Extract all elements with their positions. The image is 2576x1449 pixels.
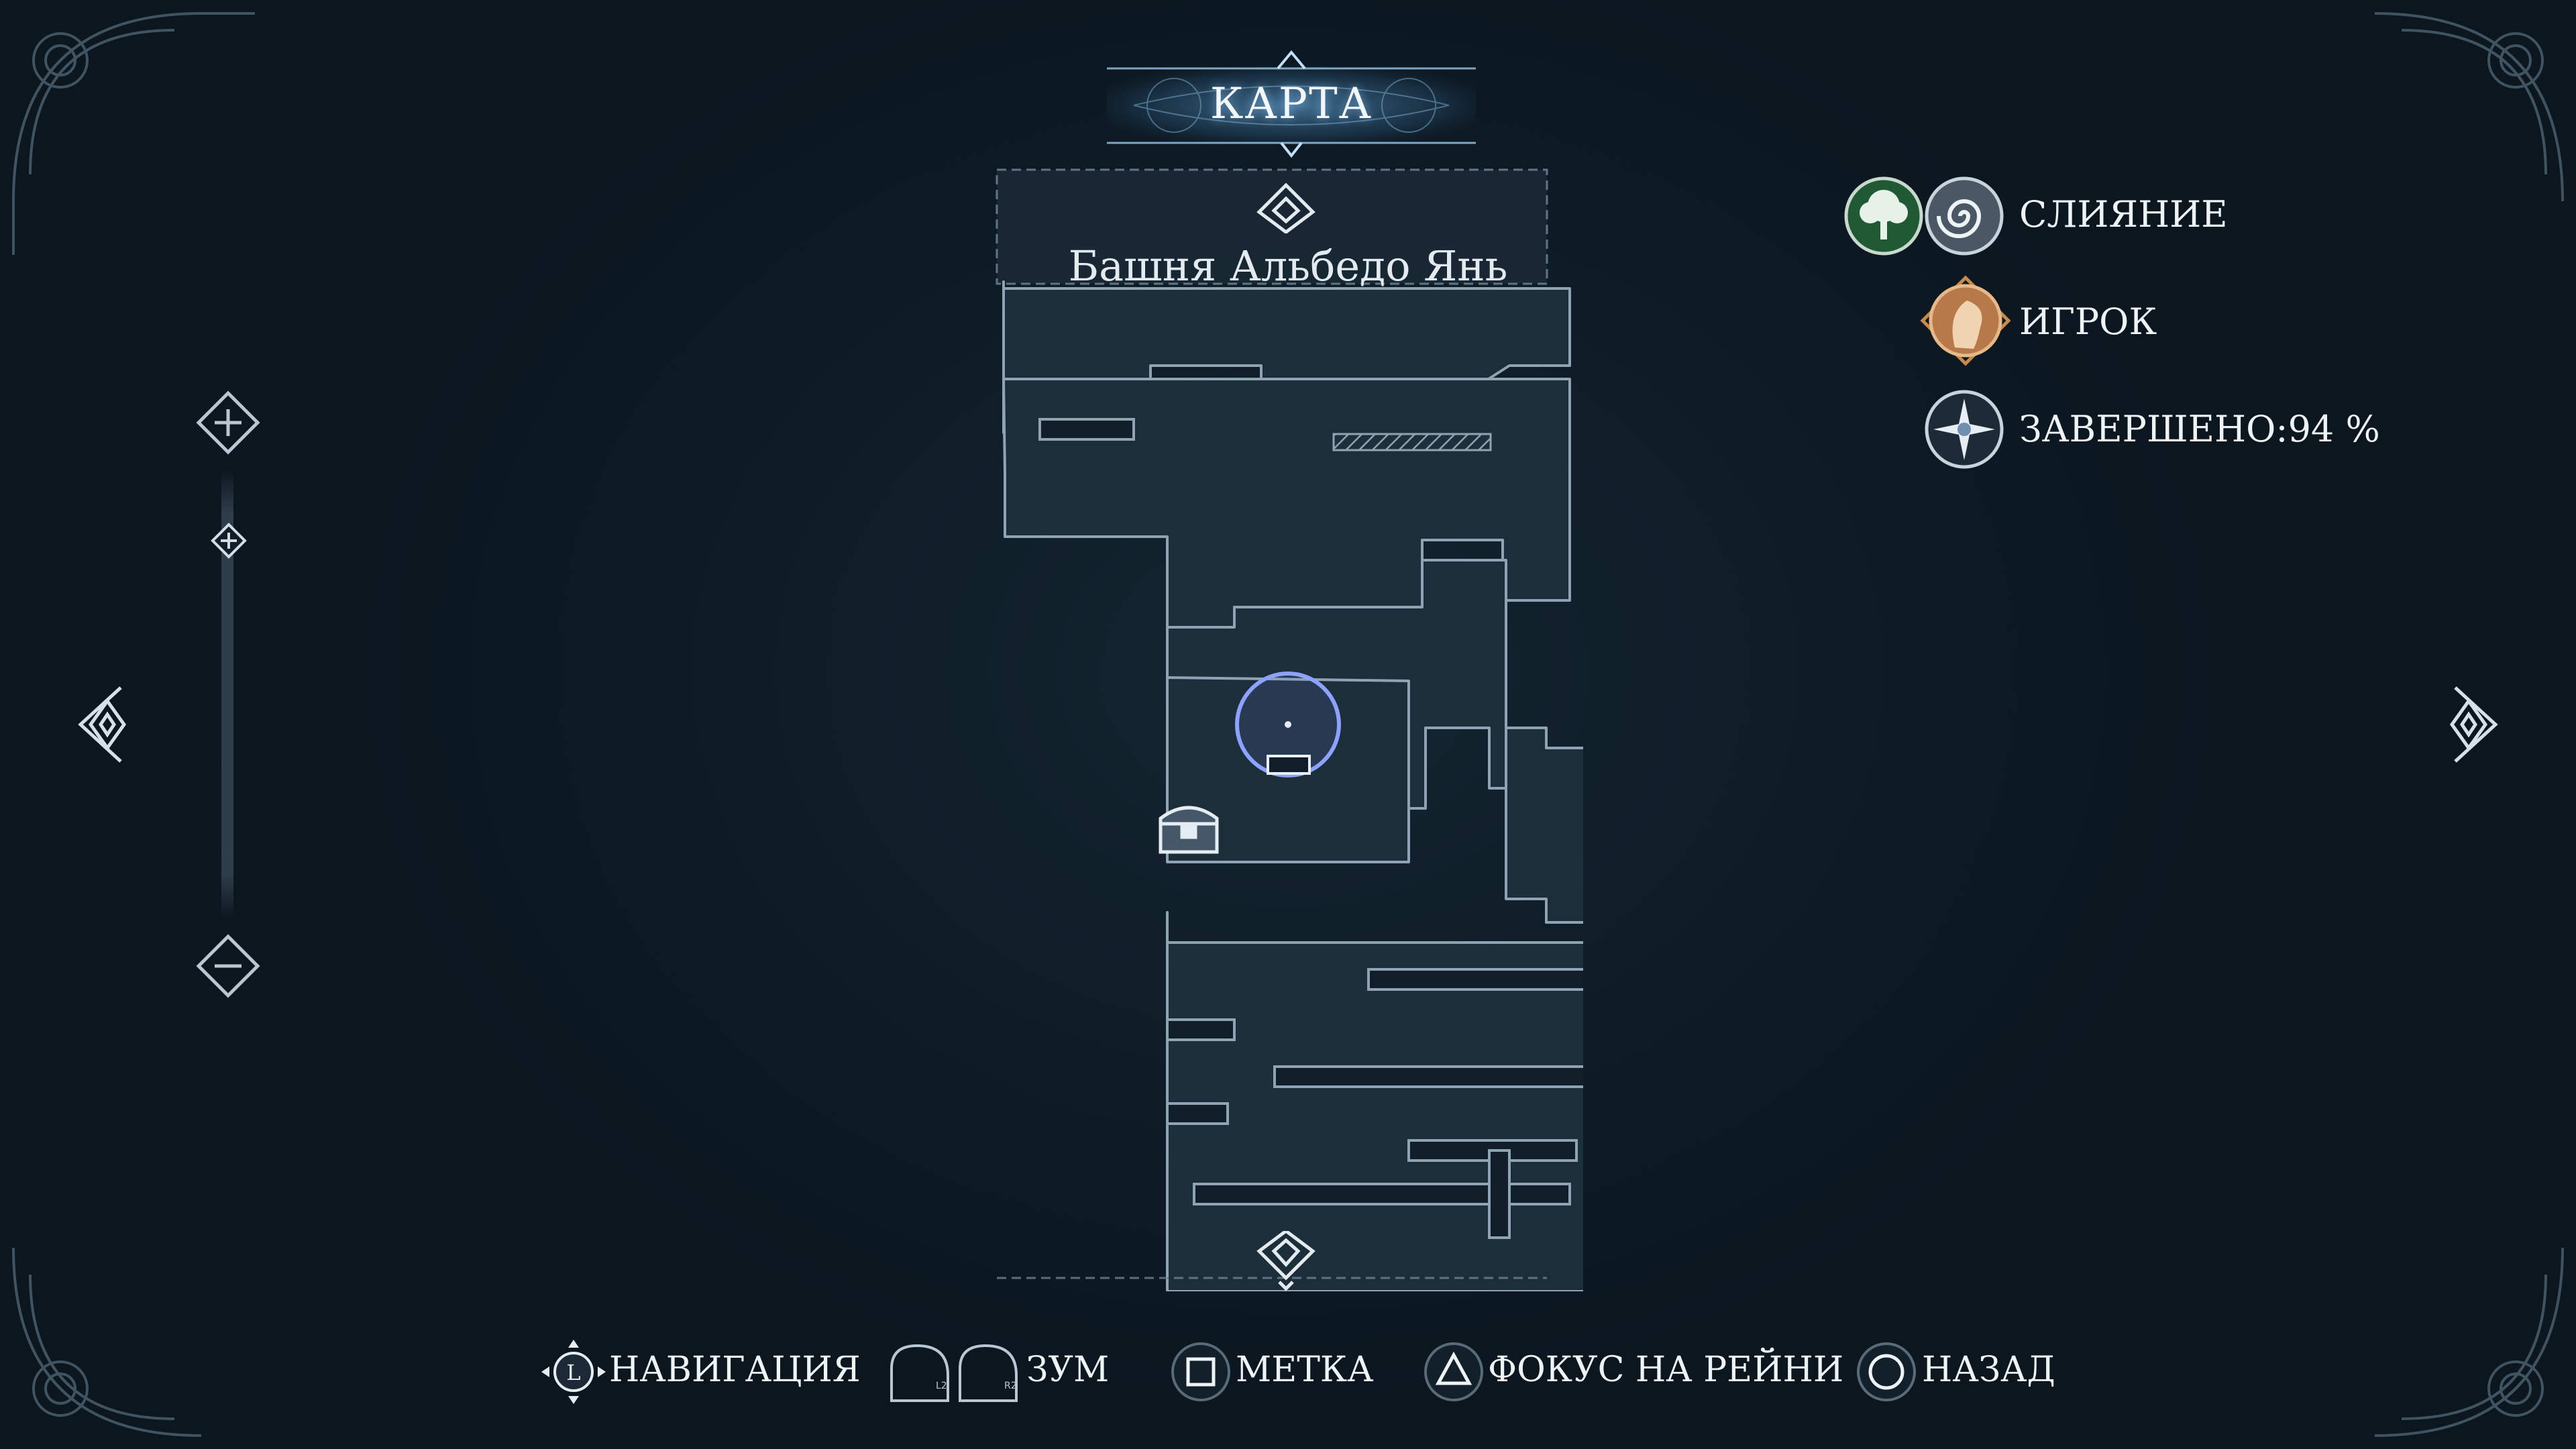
dungeon-map[interactable] — [993, 164, 1718, 1293]
hint-mark: МЕТКА — [1236, 1350, 1374, 1390]
l2-glyph: L2 — [936, 1381, 947, 1391]
title-banner — [1093, 40, 1489, 168]
zoom-out-icon[interactable] — [195, 932, 262, 1000]
legend-player-label: ИГРОК — [2019, 301, 2157, 343]
left-stick-icon: L — [540, 1338, 607, 1405]
zoom-thumb-icon[interactable] — [210, 522, 248, 559]
square-button-icon — [1171, 1342, 1231, 1402]
treasure-chest-icon[interactable] — [1155, 797, 1222, 857]
legend-merge-label: СЛИЯНИЕ — [2019, 193, 2228, 235]
r2-glyph: R2 — [1004, 1381, 1017, 1391]
hint-zoom: ЗУМ — [1026, 1350, 1110, 1390]
compass-star-icon — [1924, 389, 2004, 470]
hint-back: НАЗАД — [1922, 1350, 2055, 1390]
corner-ornament-bottom-right — [2294, 1167, 2576, 1449]
trigger-buttons-icon: L2 R2 — [889, 1342, 1023, 1403]
next-map-arrow-icon[interactable] — [2442, 681, 2509, 768]
page-title: КАРТА — [1210, 79, 1373, 129]
zoom-slider[interactable] — [221, 470, 233, 919]
tree-icon — [1843, 176, 1924, 256]
circle-button-icon — [1856, 1342, 1917, 1402]
region-name: Башня Альбедо Янь — [1068, 241, 1508, 290]
player-location-marker-icon — [1228, 667, 1348, 788]
previous-map-arrow-icon[interactable] — [67, 681, 134, 768]
legend-completion-label: ЗАВЕРШЕНО:94 % — [2019, 408, 2380, 450]
left-stick-glyph: L — [566, 1360, 580, 1385]
corner-ornament-top-right — [2294, 0, 2576, 282]
spiral-icon — [1924, 176, 2004, 256]
hint-focus: ФОКУС НА РЕЙНИ — [1488, 1350, 1844, 1390]
region-down-arrow-icon[interactable] — [1246, 1228, 1326, 1291]
map-header-area — [996, 168, 1548, 285]
region-up-arrow-icon[interactable] — [1246, 180, 1326, 235]
corner-ornament-bottom-left — [0, 1167, 282, 1449]
map-barrier — [1332, 433, 1492, 451]
triangle-button-icon — [1424, 1342, 1484, 1402]
zoom-in-icon[interactable] — [195, 389, 262, 456]
player-portrait-icon — [1913, 274, 2018, 368]
hint-navigation: НАВИГАЦИЯ — [609, 1350, 861, 1390]
corner-ornament-top-left — [0, 0, 282, 282]
